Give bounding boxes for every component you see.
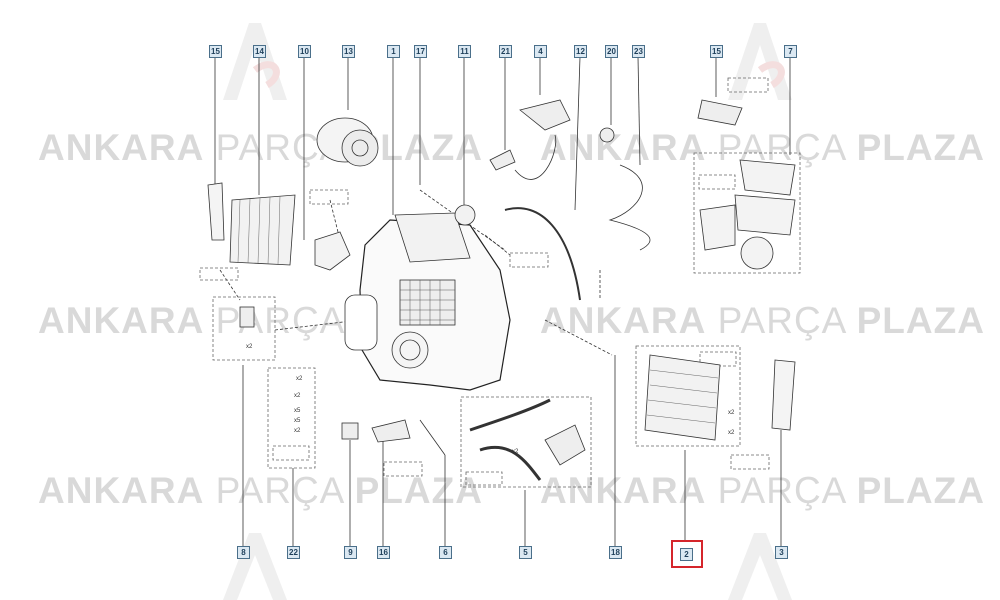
part-callout-11[interactable]: 11: [458, 45, 471, 58]
part-callout-2: 2: [680, 548, 693, 561]
part-callout-18[interactable]: 18: [609, 546, 622, 559]
part-callout-22[interactable]: 22: [287, 546, 300, 559]
quantity-label: x5: [294, 418, 301, 424]
part-callout-15b[interactable]: 15: [710, 45, 723, 58]
watermark-logo-icon: [728, 533, 792, 600]
part-callout-5[interactable]: 5: [519, 546, 532, 559]
part-callout-1[interactable]: 1: [387, 45, 400, 58]
quantity-label: x2: [246, 344, 253, 350]
watermark-logo-icon: [728, 23, 792, 100]
part-callout-14[interactable]: 14: [253, 45, 266, 58]
watermark-row: ANKARA PARÇA PLAZA: [38, 470, 483, 511]
quantity-label: x2: [294, 393, 301, 399]
part-callout-23[interactable]: 23: [632, 45, 645, 58]
part-callout-7[interactable]: 7: [784, 45, 797, 58]
part-callout-9[interactable]: 9: [344, 546, 357, 559]
part-callout-20[interactable]: 20: [605, 45, 618, 58]
part-callout-21[interactable]: 21: [499, 45, 512, 58]
part-callout-17[interactable]: 17: [414, 45, 427, 58]
quantity-label: x2: [512, 449, 519, 455]
watermark-logo-icon: [223, 533, 287, 600]
part-callout-12[interactable]: 12: [574, 45, 587, 58]
quantity-label: x2: [296, 376, 303, 382]
watermark-row: ANKARA PARÇA PLAZA: [540, 300, 985, 341]
part-callout-16[interactable]: 16: [377, 546, 390, 559]
quantity-label: x2: [294, 428, 301, 434]
watermark-logo-icon: [223, 23, 287, 100]
part-callout-4[interactable]: 4: [534, 45, 547, 58]
watermark-row: ANKARA PARÇA PLAZA: [540, 127, 985, 168]
quantity-label: x2: [728, 410, 735, 416]
quantity-label: x5: [294, 408, 301, 414]
part-callout-13[interactable]: 13: [342, 45, 355, 58]
part-callout-2-highlighted[interactable]: 2: [671, 540, 703, 568]
part-callout-15[interactable]: 15: [209, 45, 222, 58]
part-callout-8[interactable]: 8: [237, 546, 250, 559]
part-callout-10[interactable]: 10: [298, 45, 311, 58]
quantity-label: x2: [728, 430, 735, 436]
part-callout-3[interactable]: 3: [775, 546, 788, 559]
part-callout-6[interactable]: 6: [439, 546, 452, 559]
